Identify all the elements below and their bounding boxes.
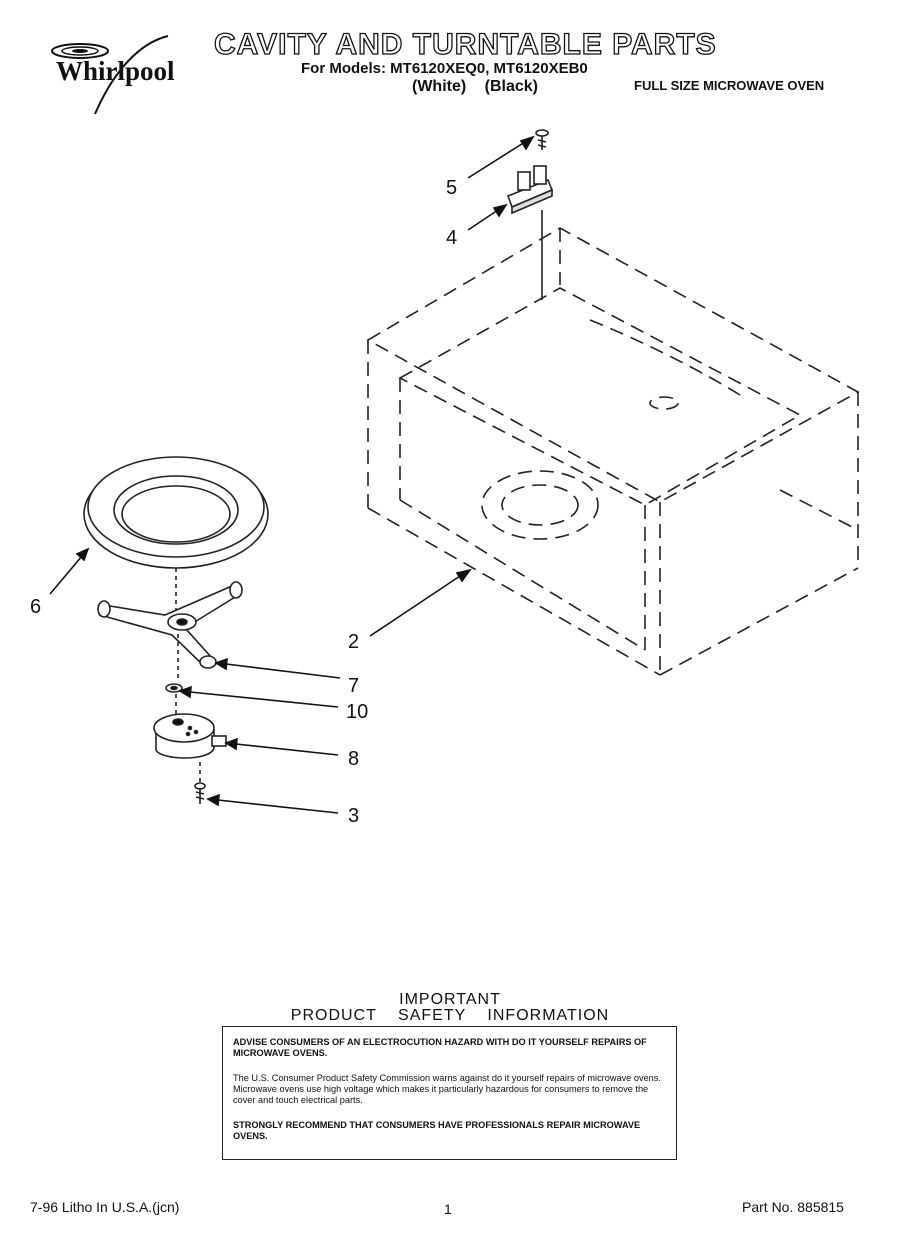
product-subtitle: FULL SIZE MICROWAVE OVEN [634, 78, 825, 93]
brand-wordmark: Whirlpool [56, 56, 175, 86]
callout-2: 2 [348, 631, 359, 653]
color-variants: (White) (Black) [412, 78, 538, 95]
roller-support-part-7 [97, 581, 243, 669]
page-number: 1 [444, 1201, 452, 1217]
page-title: CAVITY AND TURNTABLE PARTS [213, 27, 717, 61]
callout-4: 4 [446, 227, 457, 249]
callout-3: 3 [348, 805, 359, 827]
motor-part-8 [153, 713, 227, 759]
safety-cpsc-text: The U.S. Consumer Product Safety Commiss… [233, 1073, 661, 1105]
exploded-parts-diagram: 5 4 6 2 7 10 8 3 [30, 129, 860, 827]
callout-5: 5 [446, 177, 457, 199]
model-numbers: For Models: MT6120XEQ0, MT6120XEB0 [301, 60, 588, 77]
product-safety-label: PRODUCT SAFETY INFORMATION [290, 1007, 610, 1024]
washer-part-10 [165, 683, 183, 693]
callout-8: 8 [348, 748, 359, 770]
litho-note: 7-96 Litho In U.S.A.(jcn) [30, 1199, 180, 1215]
safety-recommend-text: STRONGLY RECOMMEND THAT CONSUMERS HAVE P… [233, 1120, 641, 1141]
important-label: IMPORTANT [399, 991, 501, 1008]
screw-part-3 [194, 782, 206, 804]
safety-advise-text: ADVISE CONSUMERS OF AN ELECTROCUTION HAZ… [233, 1037, 647, 1058]
screw-part-5 [535, 129, 549, 150]
callout-10: 10 [346, 701, 368, 723]
bracket-part-4 [506, 165, 554, 215]
whirlpool-logo: Whirlpool [51, 35, 175, 115]
safety-heading: IMPORTANT PRODUCT SAFETY INFORMATION [222, 992, 678, 1024]
glass-tray-part-6 [83, 456, 269, 569]
callout-6: 6 [30, 596, 41, 618]
safety-info-box: ADVISE CONSUMERS OF AN ELECTROCUTION HAZ… [222, 1026, 677, 1160]
callout-7: 7 [348, 675, 359, 697]
part-number: Part No. 885815 [742, 1199, 844, 1215]
cavity-part [366, 227, 860, 676]
